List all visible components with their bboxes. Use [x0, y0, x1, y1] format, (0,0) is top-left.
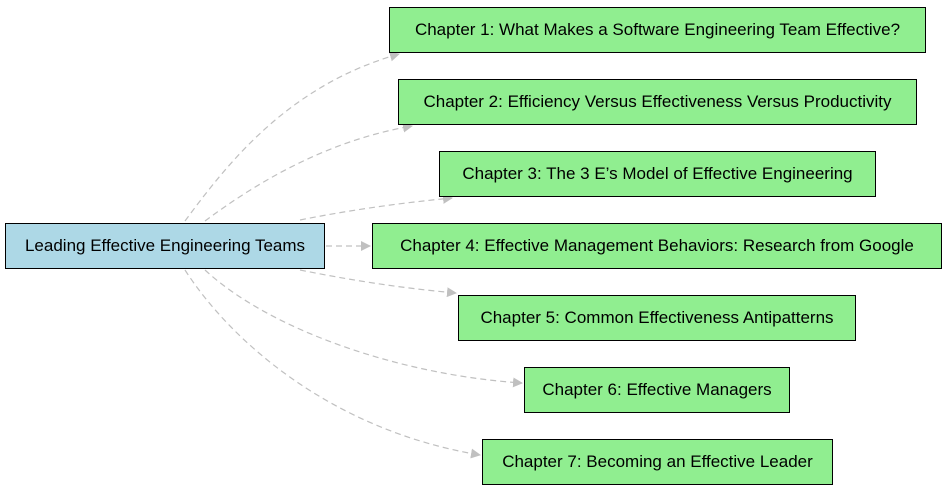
chapter-node-label: Chapter 7: Becoming an Effective Leader [502, 452, 813, 471]
chapter-node-2: Chapter 2: Efficiency Versus Effectivene… [398, 79, 917, 125]
chapter-node-1: Chapter 1: What Makes a Software Enginee… [389, 7, 926, 53]
edge-to-chapter-6 [204, 269, 523, 388]
root-node: Leading Effective Engineering Teams [5, 223, 325, 269]
chapter-node-label: Chapter 1: What Makes a Software Enginee… [414, 20, 901, 39]
chapter-node-5: Chapter 5: Common Effectiveness Antipatt… [458, 295, 856, 341]
chapter-node-label: Chapter 2: Efficiency Versus Effectivene… [423, 92, 892, 111]
chapter-node-label: Chapter 3: The 3 E’s Model of Effective … [462, 164, 853, 183]
chapter-node-4: Chapter 4: Effective Management Behavior… [372, 223, 942, 269]
edge-to-chapter-1 [184, 51, 400, 222]
chapter-node-label: Chapter 6: Effective Managers [542, 380, 772, 399]
edge-to-chapter-5 [299, 269, 457, 298]
edge-to-chapter-7 [184, 269, 481, 459]
chapter-node-label: Chapter 4: Effective Management Behavior… [400, 236, 914, 255]
chapter-node-6: Chapter 6: Effective Managers [524, 367, 790, 413]
chapter-node-3: Chapter 3: The 3 E’s Model of Effective … [439, 151, 876, 197]
chapter-node-label: Chapter 5: Common Effectiveness Antipatt… [480, 308, 834, 327]
chapter-node-7: Chapter 7: Becoming an Effective Leader [482, 439, 833, 485]
edge-to-chapter-3 [299, 193, 453, 221]
root-node-label: Leading Effective Engineering Teams [24, 236, 306, 255]
